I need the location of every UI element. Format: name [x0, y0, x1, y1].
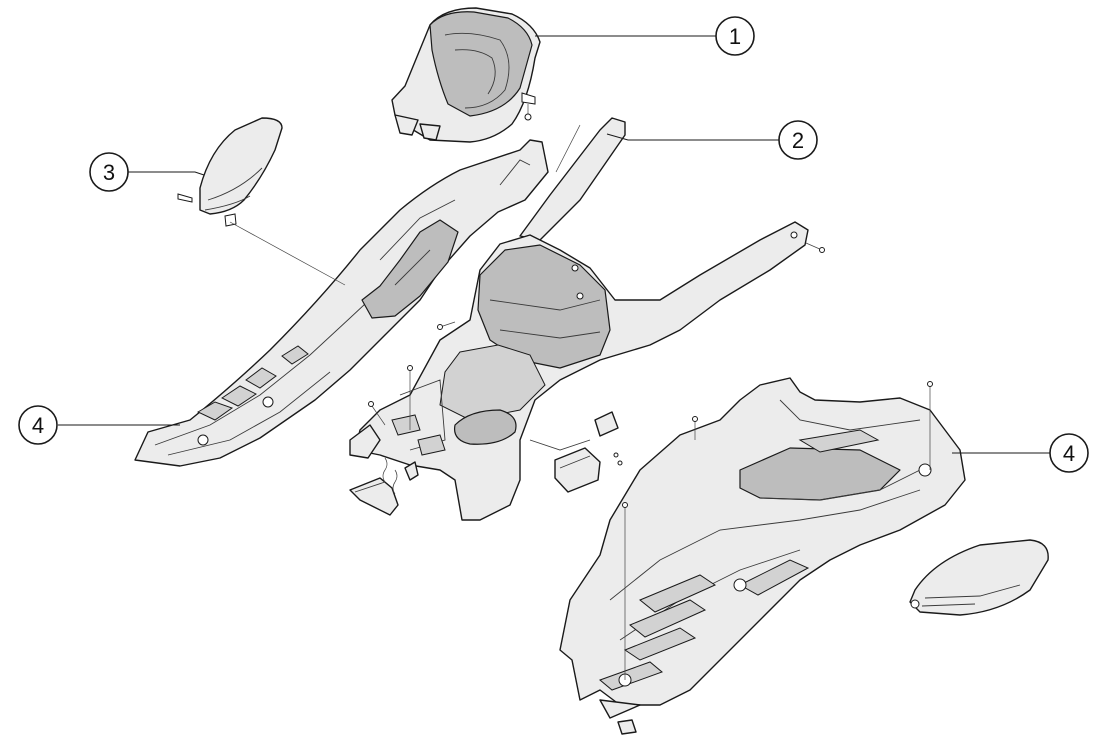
leader-lines: [58, 35, 1050, 454]
svg-text:3: 3: [103, 160, 115, 185]
part-4-left-floor-panel: [134, 139, 549, 467]
callout-2: 2: [778, 120, 818, 160]
svg-text:4: 4: [32, 413, 44, 438]
fastener-screws: [229, 124, 933, 680]
part-1-storage-lid: [391, 7, 541, 143]
callout-1: 1: [715, 16, 755, 56]
callout-4-left: 4: [18, 405, 58, 445]
callout-4-right: 4: [1049, 433, 1089, 473]
svg-text:4: 4: [1063, 441, 1075, 466]
svg-text:2: 2: [792, 128, 804, 153]
svg-text:1: 1: [729, 24, 741, 49]
part-4-right-floor-panel: [559, 377, 966, 735]
callout-3: 3: [89, 152, 129, 192]
bracket-assembly-left: [349, 457, 419, 516]
part-3-side-cover: [177, 117, 283, 227]
bracket-assembly-right: [554, 411, 623, 493]
part-loose-side-cover: [909, 539, 1049, 616]
part-2-center-frame: [349, 117, 825, 521]
